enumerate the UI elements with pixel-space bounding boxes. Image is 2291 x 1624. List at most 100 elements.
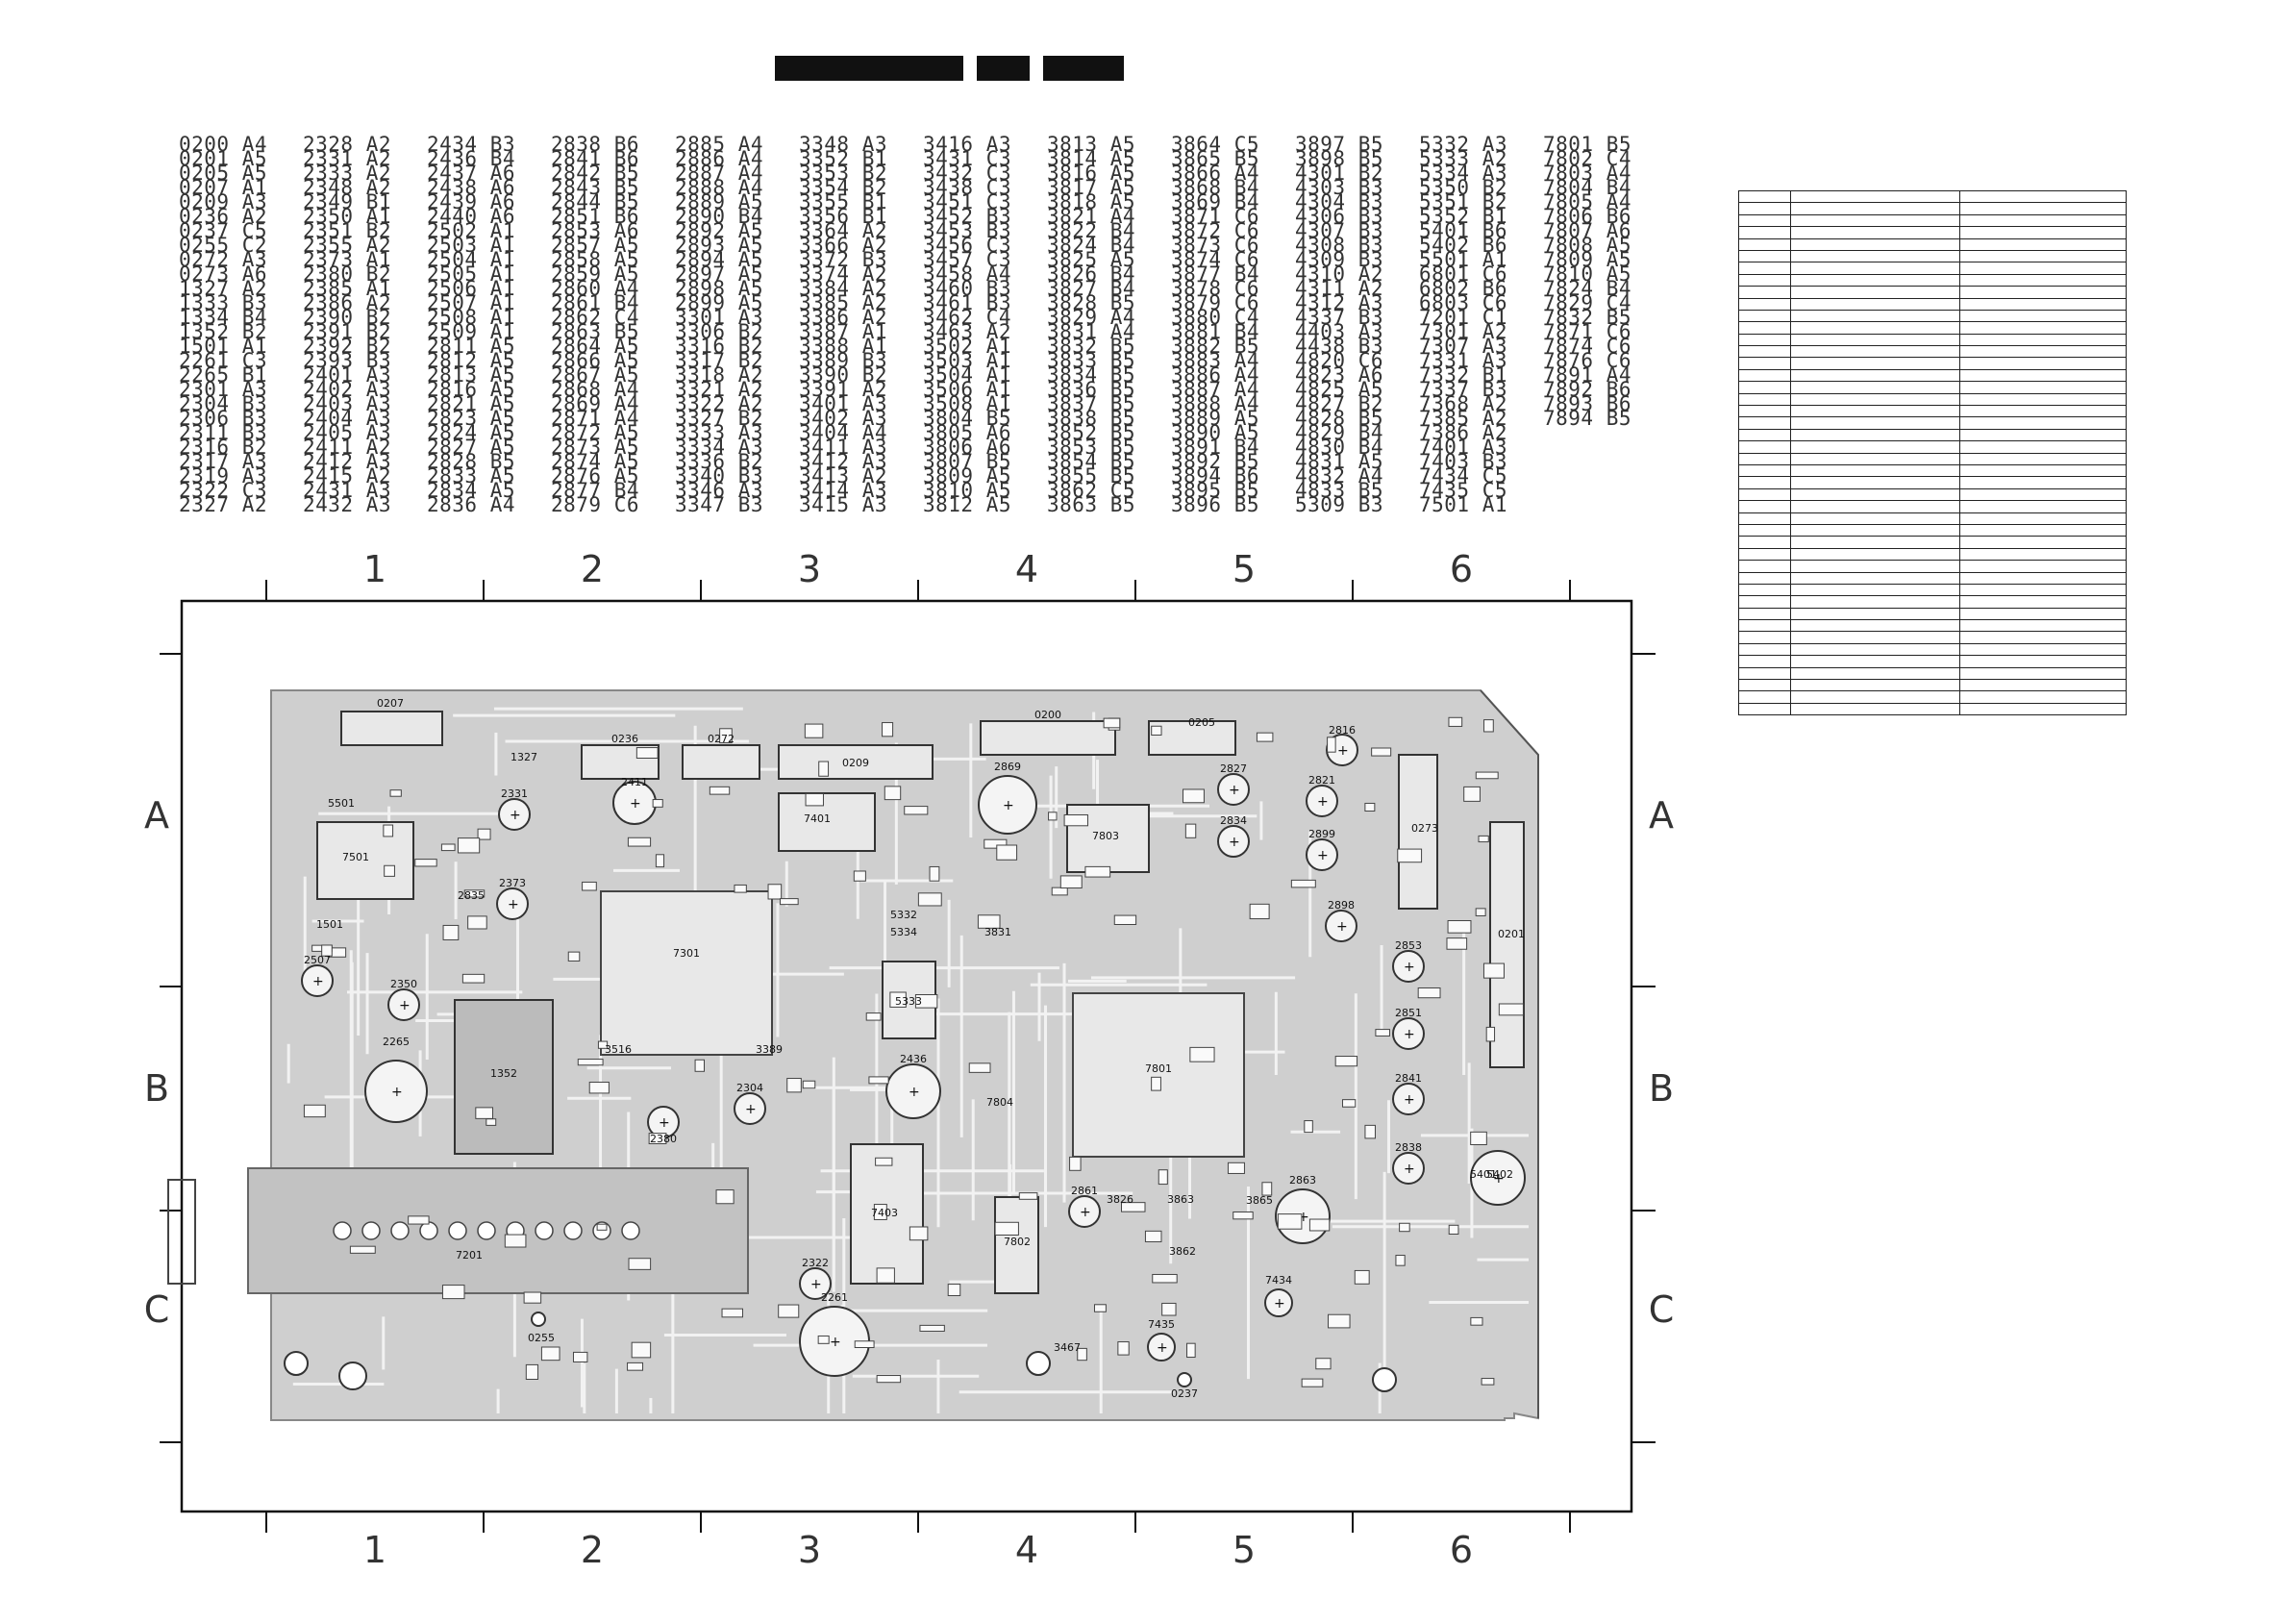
grid-table-cell: [1790, 262, 1960, 275]
col-label-bottom-2: 2: [581, 1529, 604, 1571]
ref-entry: 3822 B4: [1047, 219, 1136, 242]
smd-part: [383, 824, 394, 837]
mounting-hole: [1177, 1372, 1192, 1387]
smd-part: [1354, 1269, 1370, 1285]
grid-table-cell: [1958, 631, 2128, 644]
grid-table-cell: [1790, 345, 1960, 359]
smd-part: [597, 1040, 609, 1049]
component-label-5333: 5333: [895, 995, 922, 1008]
grid-table-cell: [1958, 345, 2128, 359]
grid-table-row: [1737, 321, 2128, 335]
grid-table-row: [1737, 619, 2128, 633]
capacitor-polarity: +: [1336, 919, 1348, 935]
grid-table-row: [1737, 392, 2128, 407]
grid-table-cell: [1958, 523, 2128, 537]
ref-entry: 2813 A5: [427, 363, 516, 387]
ref-entry: 3504 A1: [923, 363, 1012, 387]
ref-entry: 4820 C6: [1295, 349, 1384, 372]
grid-table-cell: [1790, 583, 1960, 597]
grid-table-cell: [1737, 702, 1792, 716]
ref-entry: 3306 B2: [675, 320, 764, 343]
component-label-3862: 3862: [1169, 1245, 1196, 1258]
ref-entry: 6801 C6: [1419, 262, 1508, 286]
smd-part: [442, 924, 460, 940]
ref-entry: 3391 A2: [799, 378, 888, 401]
grid-table-cell: [1737, 631, 1792, 644]
grid-table-row: [1737, 678, 2128, 692]
ref-entry: 7434 C5: [1419, 464, 1508, 487]
col-label-top-3: 3: [798, 553, 821, 590]
grid-table-row: [1737, 333, 2128, 347]
ref-entry: 4303 B3: [1295, 176, 1384, 199]
ref-entry: 3825 A5: [1047, 248, 1136, 271]
ref-entry: 2890 B4: [675, 205, 764, 228]
ic-7401: [778, 792, 876, 852]
ic-7802: [994, 1196, 1039, 1294]
ic-7801: [1072, 992, 1245, 1158]
ref-entry: 3301 A3: [675, 306, 764, 329]
grid-table-row: [1737, 273, 2128, 287]
ref-entry: 4827 B2: [1295, 392, 1384, 415]
grid-table-cell: [1737, 619, 1792, 633]
ref-entry: 3317 B2: [675, 349, 764, 372]
grid-table-cell: [1737, 345, 1792, 359]
connector-pin: [333, 1221, 352, 1240]
ref-entry: 2834 A5: [427, 479, 516, 502]
grid-table-cell: [1958, 536, 2128, 549]
ref-entry: 3888 A4: [1171, 392, 1260, 415]
ref-entry: 1327 A2: [179, 277, 268, 300]
component-label-2853: 2853: [1395, 939, 1422, 952]
smd-part: [389, 789, 402, 797]
ref-entry: 7803 A4: [1543, 162, 1632, 185]
smd-part: [1233, 1211, 1254, 1220]
ref-entry: 7401 A3: [1419, 436, 1508, 459]
smd-part: [1152, 1273, 1178, 1284]
ref-entry: 2437 A6: [427, 162, 516, 185]
component-label-0207: 0207: [377, 697, 404, 710]
ref-entry: 2432 A3: [303, 493, 392, 516]
ref-entry: 3807 B5: [923, 450, 1012, 473]
smd-part: [734, 884, 747, 893]
grid-table-cell: [1958, 463, 2128, 478]
ref-entry: 4311 A2: [1295, 277, 1384, 300]
ref-entry: 5352 B1: [1419, 205, 1508, 228]
ref-entry: 4310 A2: [1295, 262, 1384, 286]
ref-entry: 3456 C3: [923, 234, 1012, 257]
smd-part: [1059, 875, 1083, 889]
grid-table-row: [1737, 213, 2128, 228]
grid-table-cell: [1958, 237, 2128, 251]
ref-entry: 2385 A1: [303, 277, 392, 300]
mounting-holes: [284, 1312, 1397, 1392]
capacitor-polarity: +: [1229, 835, 1240, 850]
component-label-2861: 2861: [1071, 1185, 1098, 1197]
smd-part: [1048, 812, 1058, 821]
ref-entry: 4830 B4: [1295, 436, 1384, 459]
electrolytic-capacitor: [1264, 1288, 1293, 1317]
grid-table-cell: [1790, 536, 1960, 549]
smd-part: [1077, 1347, 1087, 1362]
col-label-bottom-3: 3: [798, 1529, 821, 1571]
ref-entry: 0272 A3: [179, 248, 268, 271]
ref-entry: 3854 B5: [1047, 450, 1136, 473]
ref-entry: 3834 B5: [1047, 363, 1136, 387]
ref-entry: 7832 B5: [1543, 306, 1632, 329]
ref-entry: 4403 A3: [1295, 320, 1384, 343]
grid-table-row: [1737, 368, 2128, 383]
ref-entry: 4306 B3: [1295, 205, 1384, 228]
ic-7501: [316, 821, 414, 900]
grid-table-cell: [1737, 321, 1792, 335]
ref-entry: 7201 C1: [1419, 306, 1508, 329]
ref-entry: 3892 B5: [1171, 450, 1260, 473]
ref-entry: 3864 C5: [1171, 133, 1260, 156]
capacitor-polarity: +: [1157, 1340, 1168, 1356]
ref-entry: 2894 A5: [675, 248, 764, 271]
ref-entry: 3886 A4: [1171, 363, 1260, 387]
capacitor-polarity: +: [1404, 1092, 1415, 1108]
ref-entry: 2824 A5: [427, 421, 516, 444]
ref-entry: 2502 A1: [427, 219, 516, 242]
grid-table-cell: [1958, 333, 2128, 347]
ref-entry: 2859 A5: [551, 262, 640, 286]
